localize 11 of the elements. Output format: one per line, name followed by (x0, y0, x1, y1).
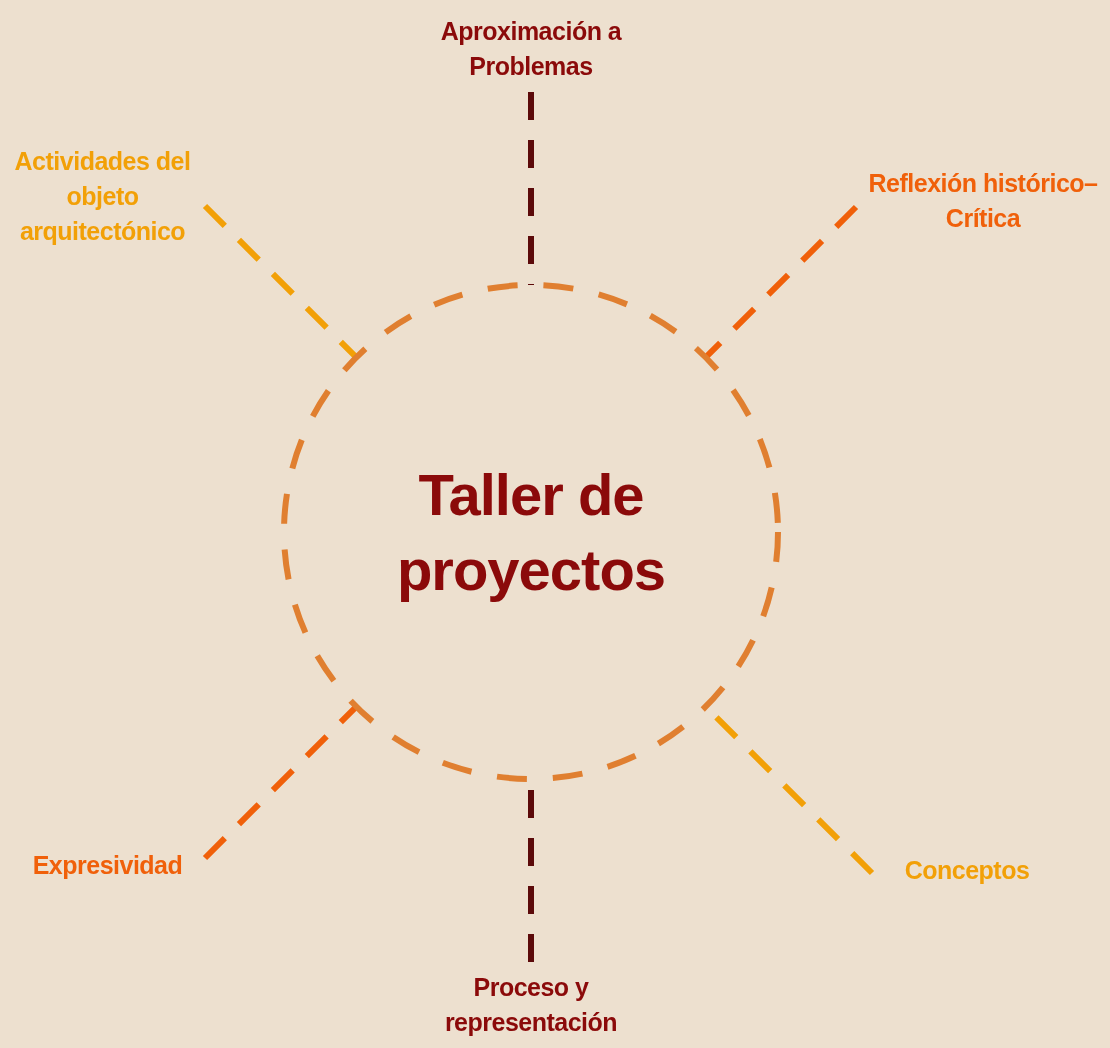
dashed-connector (703, 204, 859, 360)
topic-label: Reflexión histórico–Crítica (867, 168, 1099, 234)
dashed-connector (528, 92, 534, 285)
topic-label: Actividades del objeto arquitectónico (13, 146, 192, 247)
topic-label: Conceptos (903, 855, 1031, 886)
topic-label: Expresividad (31, 850, 184, 881)
dashed-connector (202, 704, 359, 861)
center-title: Taller de proyectos (395, 460, 667, 604)
topic-label: Proceso y representación (443, 972, 619, 1038)
topic-label: Aproximación a Problemas (439, 16, 623, 82)
dashed-connector (202, 203, 359, 360)
